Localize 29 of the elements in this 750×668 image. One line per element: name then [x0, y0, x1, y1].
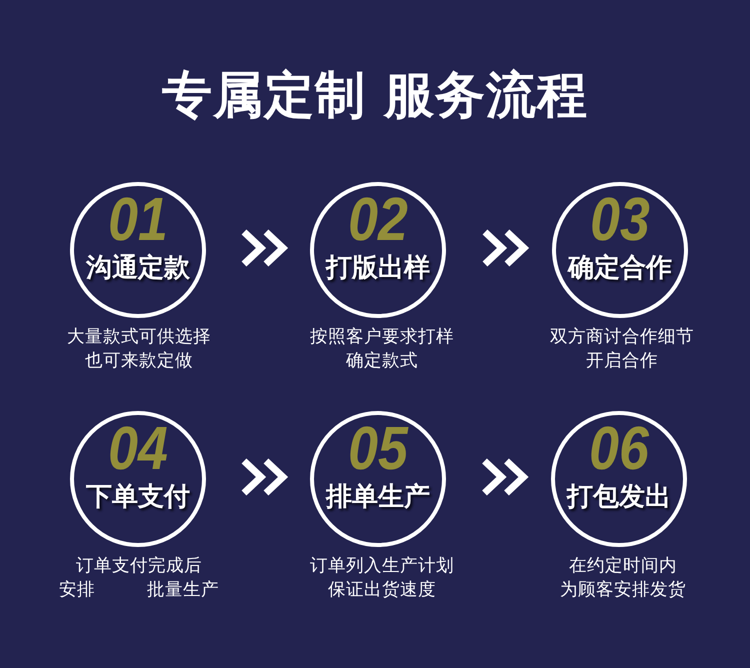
- step-number: 01: [108, 198, 168, 242]
- step-circle: [70, 411, 206, 547]
- step-description: 订单支付完成后安排 批量生产: [59, 555, 219, 602]
- chevron-arrow: [481, 458, 529, 496]
- step-description: 订单列入生产计划保证出货速度: [310, 555, 454, 602]
- step-description: 按照客户要求打样确定款式: [310, 326, 454, 373]
- step-circle: [70, 182, 206, 318]
- step-title: 下单支付: [86, 482, 190, 512]
- chevron-arrow: [240, 458, 288, 496]
- step-circle: [551, 411, 687, 547]
- step-description: 大量款式可供选择也可来款定做: [67, 326, 211, 373]
- step-circle: [310, 411, 446, 547]
- step-number: 05: [348, 427, 408, 471]
- step-title: 确定合作: [568, 253, 672, 283]
- step-circle: [310, 182, 446, 318]
- step-number: 06: [589, 427, 649, 471]
- step-description: 双方商讨合作细节开启合作: [550, 326, 694, 373]
- step-title: 排单生产: [326, 482, 430, 512]
- step-number: 03: [590, 198, 650, 242]
- title: 专属定制 服务流程: [162, 65, 588, 126]
- step-title: 打版出样: [326, 253, 430, 283]
- chevron-arrow: [482, 228, 530, 268]
- step-circle: [552, 182, 688, 318]
- step-number: 04: [108, 427, 168, 471]
- step-title: 打包发出: [567, 482, 671, 512]
- step-title: 沟通定款: [86, 253, 190, 283]
- chevron-arrow: [240, 228, 288, 268]
- step-number: 02: [348, 198, 408, 242]
- step-description: 在约定时间内为顾客安排发货: [560, 555, 686, 602]
